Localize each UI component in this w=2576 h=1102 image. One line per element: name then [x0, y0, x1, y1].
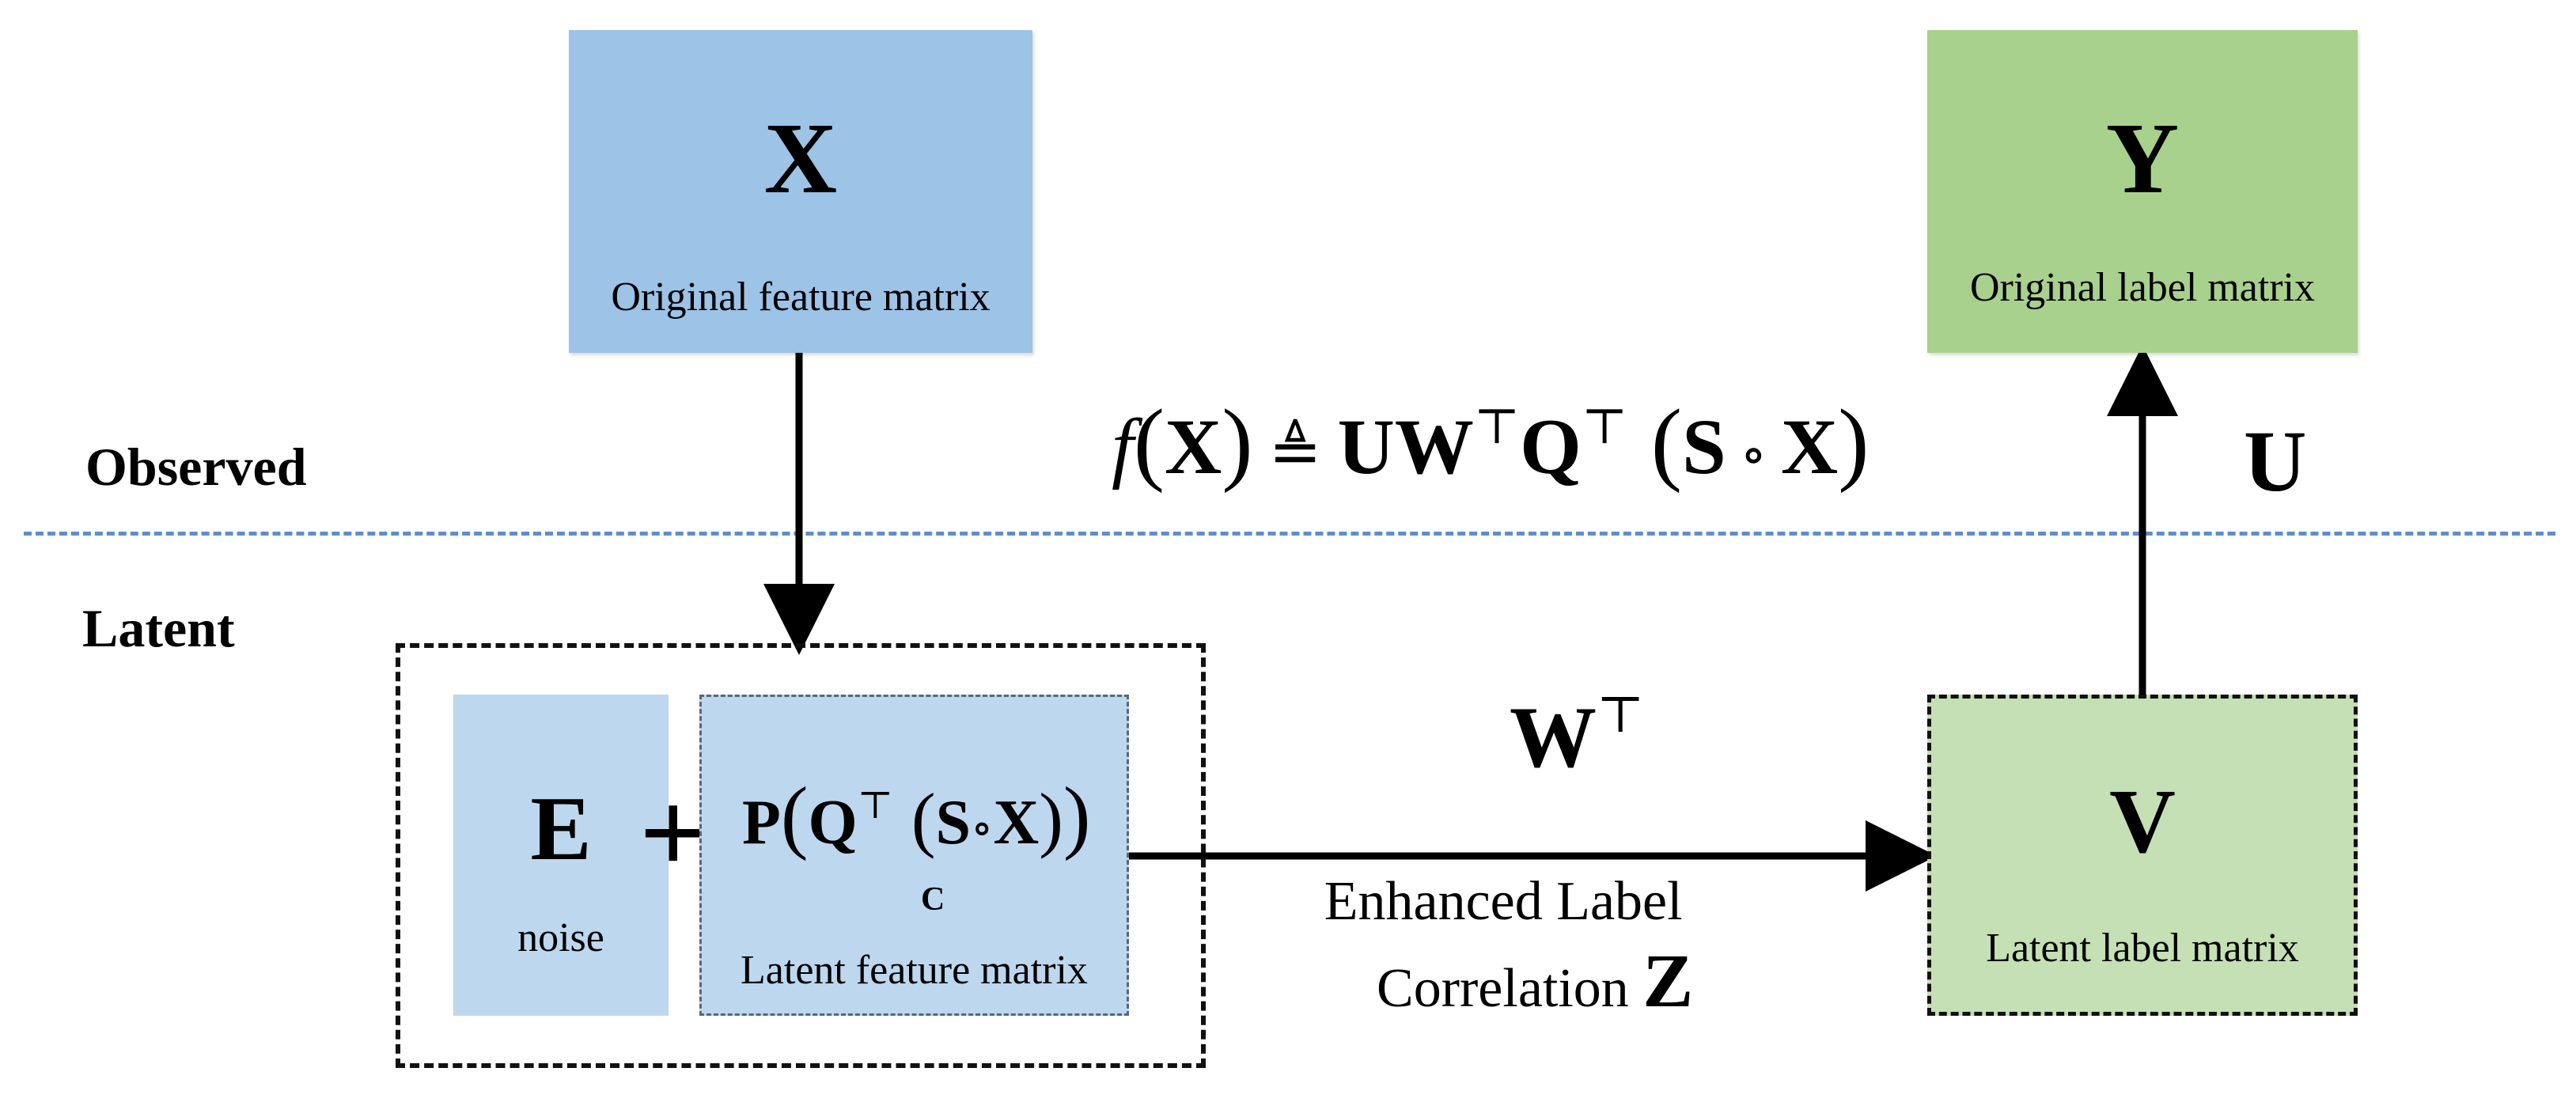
- w-transpose-symbol: ⊤: [1597, 687, 1645, 743]
- enhanced-label-correlation: Enhanced Label Correlation Z: [1313, 869, 1694, 1026]
- model-formula-u: U: [1337, 403, 1395, 490]
- model-formula-x: X: [1165, 403, 1222, 490]
- latent-label-node: V Latent label matrix: [1927, 695, 2358, 1016]
- original-label-node: Y Original label matrix: [1927, 30, 2358, 353]
- latent-layer-label: Latent: [82, 598, 235, 658]
- formula-circ: ∘: [971, 802, 994, 854]
- u-edge-label: U: [2244, 413, 2307, 509]
- formula-open-paren-2: (: [892, 778, 936, 859]
- formula-close-paren-2: ): [1039, 778, 1063, 859]
- v-symbol: V: [2109, 771, 2176, 873]
- model-formula-close-paren-2: ): [1838, 390, 1869, 494]
- formula-x: X: [993, 788, 1040, 858]
- noise-node: E noise: [453, 695, 669, 1016]
- model-formula-x2: X: [1781, 403, 1839, 490]
- enhanced-label-line1: Enhanced Label: [1324, 871, 1683, 932]
- noise-caption: noise: [517, 915, 604, 960]
- model-formula-w-transpose: ⊤: [1473, 400, 1521, 454]
- x-symbol: X: [763, 102, 838, 214]
- model-formula-circ: ∘: [1740, 425, 1767, 486]
- latent-feature-formula: P(Q⊤ (S∘X)): [742, 775, 1091, 858]
- model-formula-open-paren: (: [1133, 390, 1165, 494]
- observed-latent-divider: [24, 532, 2555, 536]
- plus-sign: +: [639, 767, 707, 899]
- original-feature-caption: Original feature matrix: [611, 275, 991, 320]
- formula-transpose: ⊤: [857, 785, 893, 827]
- enhanced-label-line2: Correlation Z: [1377, 938, 1694, 1023]
- w-transpose-edge-label: W⊤: [1510, 687, 1645, 782]
- formula-close-paren-1: ): [1063, 771, 1091, 862]
- formula-s: S: [935, 788, 972, 858]
- w-symbol: W: [1510, 689, 1597, 786]
- y-symbol: Y: [2105, 102, 2180, 214]
- model-formula-q: Q: [1520, 403, 1582, 490]
- latent-label-caption: Latent label matrix: [1986, 926, 2299, 971]
- latent-input-group: [396, 643, 1206, 1068]
- formula-p: P: [742, 788, 781, 858]
- observed-layer-label: Observed: [85, 437, 307, 497]
- formula-q: Q: [808, 788, 858, 858]
- latent-feature-node: Latent feature matrix: [699, 695, 1129, 1016]
- model-formula-close-paren: ): [1222, 390, 1253, 494]
- model-formula-w: W: [1394, 403, 1474, 490]
- underbrace-label-c: C: [921, 881, 945, 918]
- model-formula-q-transpose: ⊤: [1581, 400, 1628, 454]
- model-formula-f: f: [1112, 403, 1134, 490]
- z-symbol: Z: [1642, 938, 1694, 1023]
- latent-feature-caption: Latent feature matrix: [741, 948, 1088, 993]
- formula-open-paren-1: (: [780, 771, 809, 862]
- original-feature-node: X Original feature matrix: [569, 30, 1032, 353]
- model-formula-open-paren-2: (: [1627, 390, 1683, 494]
- model-formula-s: S: [1682, 403, 1726, 490]
- model-formula: f(X) ≜ UW⊤Q⊤ (S ∘ X): [1112, 396, 1869, 489]
- e-symbol: E: [530, 778, 592, 880]
- model-formula-defined-as: ≜: [1268, 418, 1322, 487]
- original-label-caption: Original label matrix: [1969, 265, 2316, 310]
